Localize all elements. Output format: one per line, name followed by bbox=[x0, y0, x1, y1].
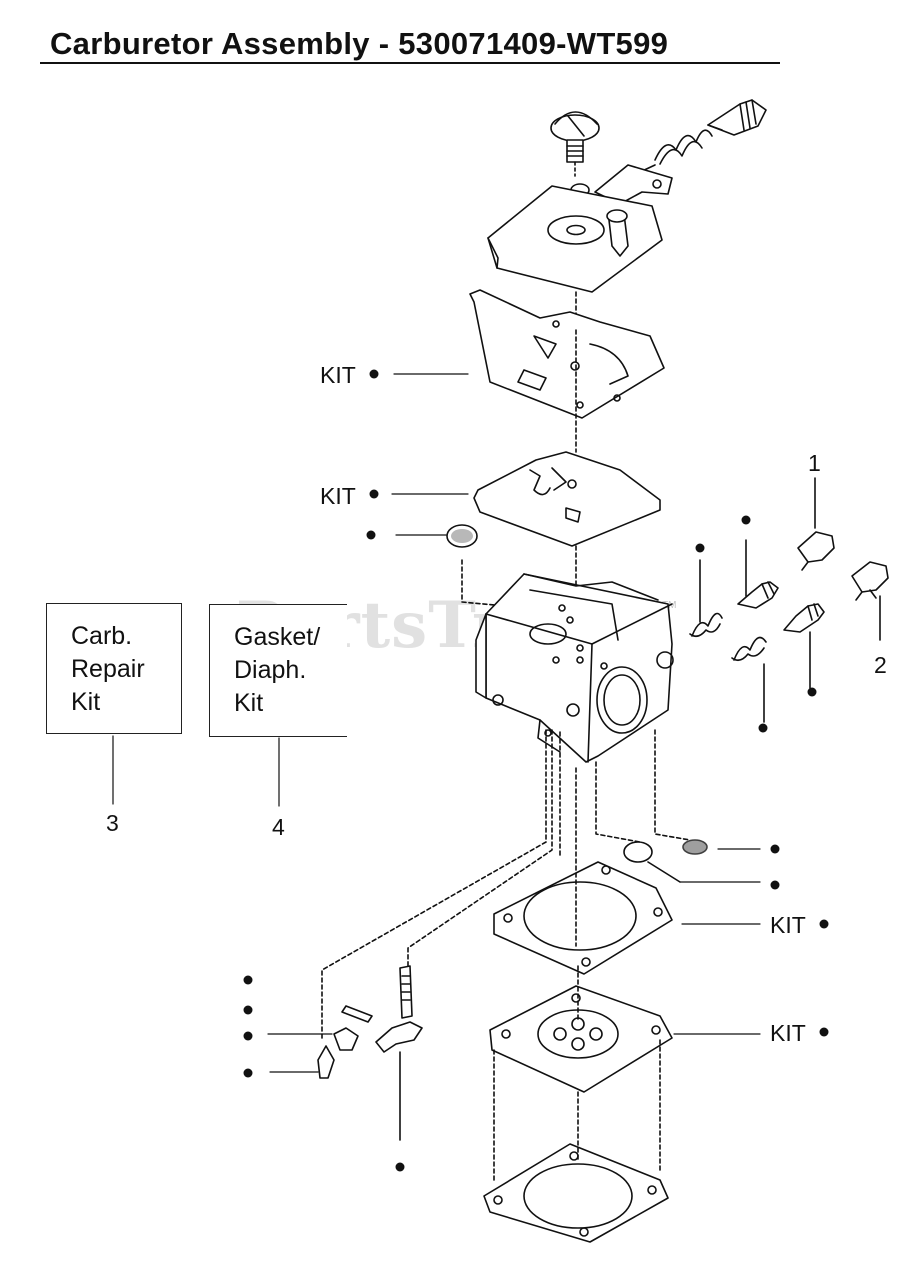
kit-label-metering-gasket: KIT bbox=[770, 912, 806, 938]
gasket-lower-part bbox=[473, 451, 661, 601]
limiter-cap-2-part bbox=[851, 561, 889, 641]
pump-cover-part bbox=[483, 1039, 669, 1243]
reference-number-4: 4 bbox=[272, 814, 285, 840]
low-speed-needle-part bbox=[689, 539, 779, 638]
high-speed-needle-part bbox=[731, 603, 825, 723]
top-needle-part bbox=[639, 99, 767, 173]
title-underline bbox=[40, 62, 780, 64]
callout-leaders bbox=[112, 373, 761, 1073]
carb-repair-kit-box: Carb. Repair Kit bbox=[46, 603, 182, 734]
metering-gasket-part bbox=[493, 767, 673, 975]
kit-label-upper-gasket: KIT bbox=[320, 362, 356, 388]
inlet-needle-assembly-part bbox=[317, 965, 423, 1141]
kit-label-diaphragm: KIT bbox=[770, 1020, 806, 1046]
gasket-upper-part bbox=[469, 289, 665, 453]
limiter-cap-1-part bbox=[797, 477, 835, 571]
diagram-title: Carburetor Assembly - 530071409-WT599 bbox=[50, 26, 669, 61]
kit-label-lower-gasket: KIT bbox=[320, 483, 356, 509]
cover-plate-part bbox=[487, 185, 663, 331]
welch-plug-part bbox=[595, 729, 708, 883]
reference-number-2: 2 bbox=[874, 652, 887, 678]
carburetor-body-part bbox=[475, 573, 674, 763]
callout-bullets bbox=[243, 369, 829, 1172]
top-screw-part bbox=[550, 111, 600, 177]
reference-number-3: 3 bbox=[106, 810, 119, 836]
assembly-guide-lines bbox=[321, 729, 561, 1041]
gasket-diaph-kit-box: Gasket/ Diaph. Kit bbox=[209, 604, 347, 737]
metering-diaphragm-part bbox=[489, 965, 673, 1093]
reference-number-1: 1 bbox=[808, 450, 821, 476]
